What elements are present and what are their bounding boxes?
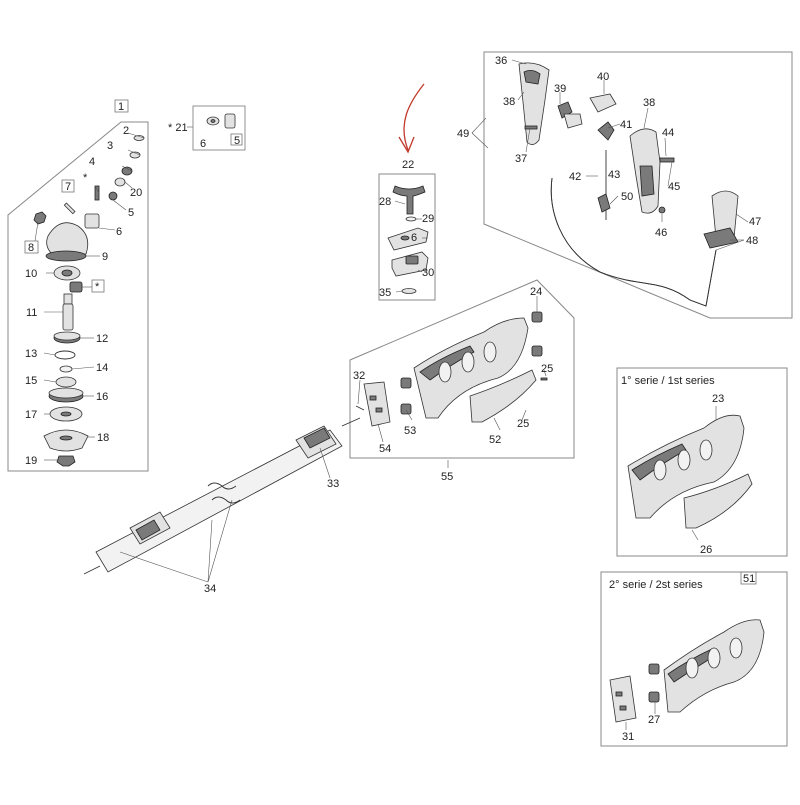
callout-33: 33 [327, 478, 339, 490]
callout-53: 53 [404, 425, 416, 437]
callout-27: 27 [648, 714, 660, 726]
callout-28: 28 [379, 196, 391, 208]
callout-17: 17 [25, 409, 37, 421]
callout-box-51 [740, 571, 757, 585]
callout-20: 20 [130, 187, 142, 199]
kit-21-box [192, 105, 246, 151]
callout-29: 29 [422, 213, 434, 225]
callout-46: 46 [655, 227, 667, 239]
callout-2: 2 [123, 125, 129, 137]
callout-25b: 25 [517, 418, 529, 430]
callout-25: 25 [541, 363, 553, 375]
callout-5: 5 [128, 207, 134, 219]
second-series-title: 2° serie / 2st series [609, 579, 703, 591]
callout-47: 47 [749, 216, 761, 228]
handlebar-leaders [511, 59, 749, 251]
callout-box-8 [24, 240, 39, 254]
callout-18: 18 [97, 432, 109, 444]
star-21-marker: * 21 [168, 122, 188, 134]
callout-8: 8 [28, 242, 34, 254]
callout-6-kit22: 6 [411, 232, 417, 244]
callout-7: 7 [65, 181, 71, 193]
gearhead-leaders [34, 132, 145, 461]
callout-50: 50 [621, 191, 633, 203]
callout-45: 45 [668, 181, 680, 193]
second-series-panel [600, 571, 788, 747]
callout-40: 40 [597, 71, 609, 83]
callout-23: 23 [712, 393, 724, 405]
kit-22-parts [387, 185, 429, 294]
callout-1: 1 [118, 101, 124, 113]
callout-5-kit: 5 [234, 135, 240, 147]
first-series-parts [627, 414, 753, 529]
first-series-title: 1° serie / 1st series [621, 375, 715, 387]
callout-38-right: 38 [643, 97, 655, 109]
drive-shaft [83, 417, 361, 575]
callout-box-1 [114, 99, 129, 113]
callout-19: 19 [25, 455, 37, 467]
callout-30: 30 [422, 267, 434, 279]
callout-6-kit: 6 [200, 138, 206, 150]
callout-26: 26 [700, 544, 712, 556]
callout-54: 54 [379, 443, 391, 455]
mount-parts [355, 311, 548, 427]
callout-9: 9 [102, 251, 108, 263]
second-series-parts [609, 619, 765, 723]
callout-12: 12 [96, 333, 108, 345]
callout-42: 42 [569, 171, 581, 183]
callout-13: 13 [25, 348, 37, 360]
gearhead-panel [7, 121, 149, 472]
kit-22-box [378, 173, 436, 301]
callout-36: 36 [495, 55, 507, 67]
callout-15: 15 [25, 375, 37, 387]
handlebar-parts [518, 62, 739, 307]
callout-31: 31 [622, 731, 634, 743]
callout-51: 51 [743, 573, 755, 585]
gearhead-parts [33, 135, 145, 467]
first-series-panel [616, 367, 788, 557]
star-marker-top: * [83, 172, 88, 184]
callout-52: 52 [489, 434, 501, 446]
callout-14: 14 [96, 362, 108, 374]
highlight-arrow-head [398, 136, 415, 154]
callout-43: 43 [608, 169, 620, 181]
handlebar-panel [483, 51, 793, 319]
callout-box-7 [61, 179, 75, 193]
callout-32: 32 [353, 370, 365, 382]
callout-3: 3 [107, 140, 113, 152]
highlight-arrow [403, 83, 425, 151]
callout-41: 41 [620, 119, 632, 131]
callout-55: 55 [441, 471, 453, 483]
callout-44: 44 [662, 127, 674, 139]
callout-16: 16 [96, 391, 108, 403]
callout-35: 35 [379, 287, 391, 299]
callout-11: 11 [26, 307, 37, 319]
callout-34: 34 [204, 583, 216, 595]
callout-38-left: 38 [503, 96, 515, 108]
callout-37: 37 [515, 153, 527, 165]
callout-6: 6 [116, 226, 122, 238]
callout-10: 10 [25, 268, 37, 280]
star-box [91, 279, 105, 293]
kit-21-parts [206, 113, 236, 129]
callout-4: 4 [89, 156, 95, 168]
mount-leaders [357, 296, 547, 443]
callout-48: 48 [746, 235, 758, 247]
mount-panel [349, 279, 575, 459]
star-marker-box: * [95, 281, 100, 293]
callout-39: 39 [554, 83, 566, 95]
callout-24: 24 [530, 286, 542, 298]
callout-box-5-kit [230, 133, 243, 146]
callout-22: 22 [402, 159, 414, 171]
callout-49: 49 [457, 128, 469, 140]
